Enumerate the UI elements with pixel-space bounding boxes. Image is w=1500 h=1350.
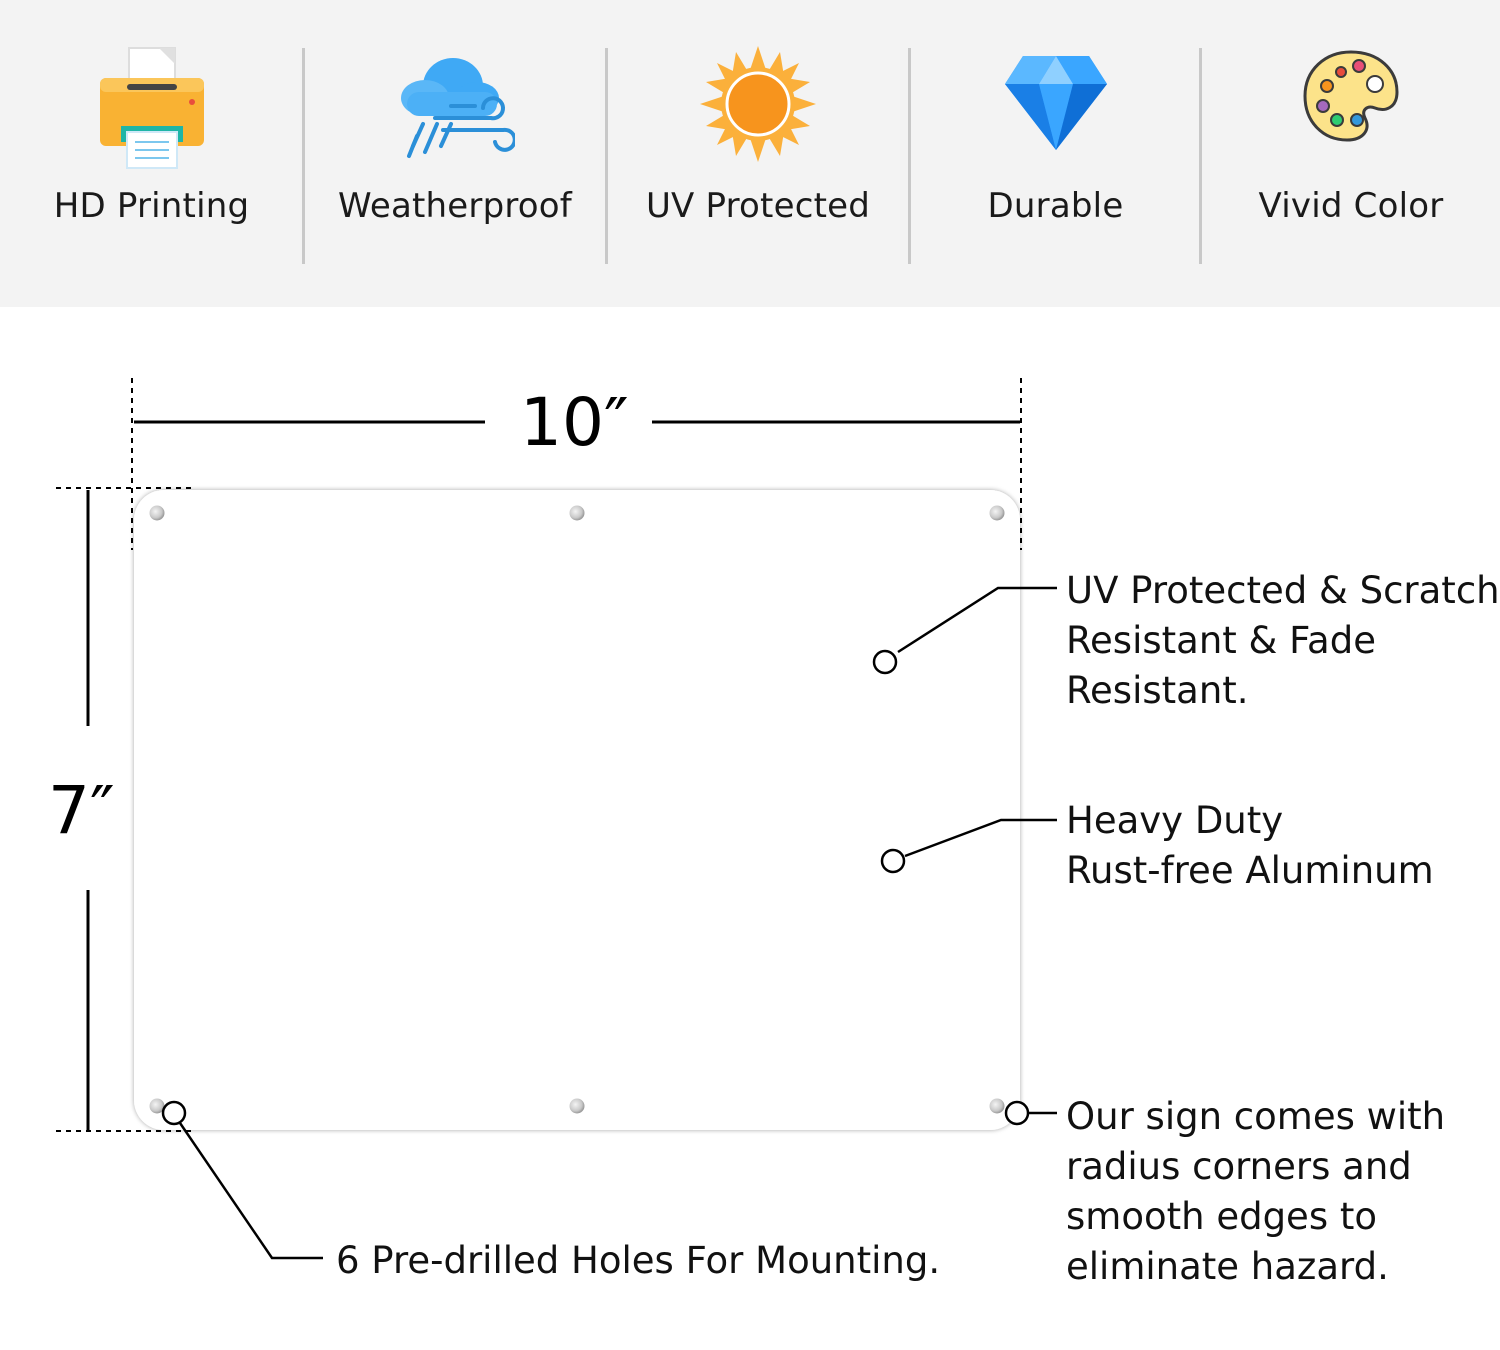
callout-aluminum: Heavy Duty Rust-free Aluminum (1066, 796, 1434, 896)
mounting-holes (149, 505, 1005, 1114)
feature-label: Vivid Color (1258, 186, 1444, 226)
feature-durable: Durable (911, 40, 1200, 260)
weather-icon (395, 46, 515, 161)
mounting-hole (569, 1098, 585, 1114)
feature-label: Weatherproof (338, 186, 572, 226)
feature-uv-protected: UV Protected (608, 40, 908, 260)
feature-vivid-color: Vivid Color (1202, 40, 1500, 260)
width-dimension (131, 378, 1022, 550)
divider (302, 48, 305, 264)
height-dimension (56, 487, 195, 1132)
callout-line: eliminate hazard. (1066, 1245, 1389, 1288)
callout-uv-protected: UV Protected & Scratch Resistant & Fade … (1066, 566, 1500, 716)
feature-label: HD Printing (53, 186, 250, 226)
printer-icon (97, 46, 207, 171)
mounting-hole (149, 1098, 165, 1114)
feature-label: UV Protected (645, 186, 871, 226)
callout-line: radius corners and (1066, 1145, 1412, 1188)
callout-line: Resistant. (1066, 669, 1249, 712)
callout-line: Rust-free Aluminum (1066, 849, 1434, 892)
callout-radius-corners: Our sign comes with radius corners and s… (1066, 1092, 1445, 1292)
width-label: 10″ (516, 384, 633, 461)
callout-line: smooth edges to (1066, 1195, 1377, 1238)
height-label: 7″ (46, 770, 117, 851)
callout-leaders (161, 586, 1057, 1260)
feature-weatherproof: Weatherproof (305, 40, 605, 260)
mounting-hole (149, 505, 165, 521)
aluminum-sign (134, 490, 1020, 1130)
feature-label: Durable (987, 186, 1124, 226)
divider (605, 48, 608, 264)
diamond-icon (1001, 46, 1111, 156)
mounting-hole (989, 1098, 1005, 1114)
palette-icon (1301, 46, 1401, 146)
callout-line: Resistant & Fade (1066, 619, 1376, 662)
divider (1199, 48, 1202, 264)
divider (908, 48, 911, 264)
feature-hd-printing: HD Printing (0, 40, 303, 260)
feature-strip: HD Printing Weatherproof (0, 0, 1500, 307)
callout-line: UV Protected & Scratch (1066, 569, 1500, 612)
callout-line: Our sign comes with (1066, 1095, 1446, 1138)
callout-line: Heavy Duty (1066, 799, 1284, 842)
mounting-hole (989, 505, 1005, 521)
callout-mounting-holes: 6 Pre-drilled Holes For Mounting. (336, 1239, 941, 1282)
sun-icon (700, 46, 816, 162)
mounting-hole (569, 505, 585, 521)
